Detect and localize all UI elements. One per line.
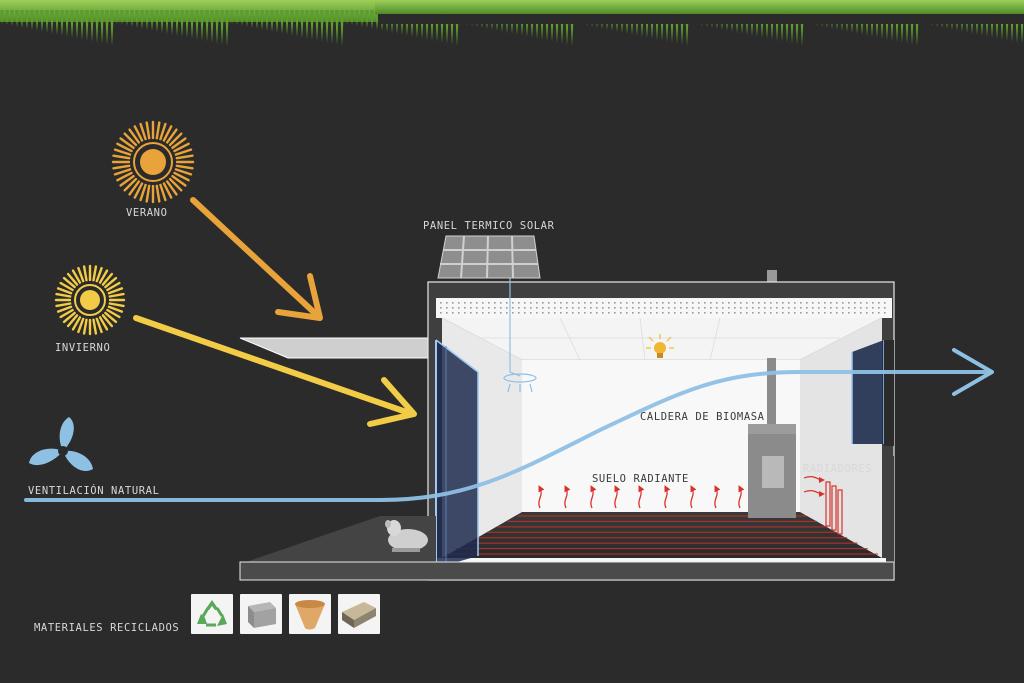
- recycled-materials-label: MATERIALES RECICLADOS: [34, 622, 180, 634]
- ventilation-label: VENTILACIÓN NATURAL: [28, 485, 160, 497]
- concrete-block-icon: [240, 594, 282, 634]
- solar-panel-label: PANEL TERMICO SOLAR: [423, 220, 555, 232]
- terrace-slab: [240, 516, 436, 568]
- summer-ray-arrow: [190, 197, 323, 321]
- chimney-cap: [767, 270, 777, 282]
- floor-heating-label: SUELO RADIANTE: [592, 473, 689, 485]
- recycle-icon: [191, 594, 233, 634]
- summer-sun-label: VERANO: [126, 207, 168, 219]
- summer-sun-icon: [111, 120, 195, 204]
- house-section: [427, 281, 895, 581]
- winter-sun-icon: [54, 264, 126, 336]
- grass-strip: [0, 0, 1024, 46]
- foundation-slab: [239, 561, 895, 581]
- radiator: [803, 476, 843, 535]
- insulation-panel-icon: [338, 594, 380, 634]
- biomass-boiler: [748, 358, 796, 518]
- solar-water-pipe: [503, 278, 537, 393]
- sheep-icon: [385, 520, 428, 552]
- boiler-label: CALDERA DE BIOMASA: [640, 411, 765, 423]
- roof-overhang: [239, 337, 433, 359]
- fan-icon: [29, 417, 93, 471]
- south-window: [435, 339, 479, 568]
- cork-roll-icon: [289, 594, 331, 634]
- light-bulb-icon: [646, 334, 674, 358]
- north-window: [851, 340, 894, 576]
- floor-heat-arrows: [538, 485, 745, 509]
- ventilation-flow-arrow: [24, 348, 994, 502]
- winter-ray-arrow: [133, 315, 417, 427]
- radiators-label: RADIADORES: [803, 463, 873, 475]
- solar-panel: [437, 235, 541, 279]
- winter-sun-label: INVIERNO: [55, 342, 111, 354]
